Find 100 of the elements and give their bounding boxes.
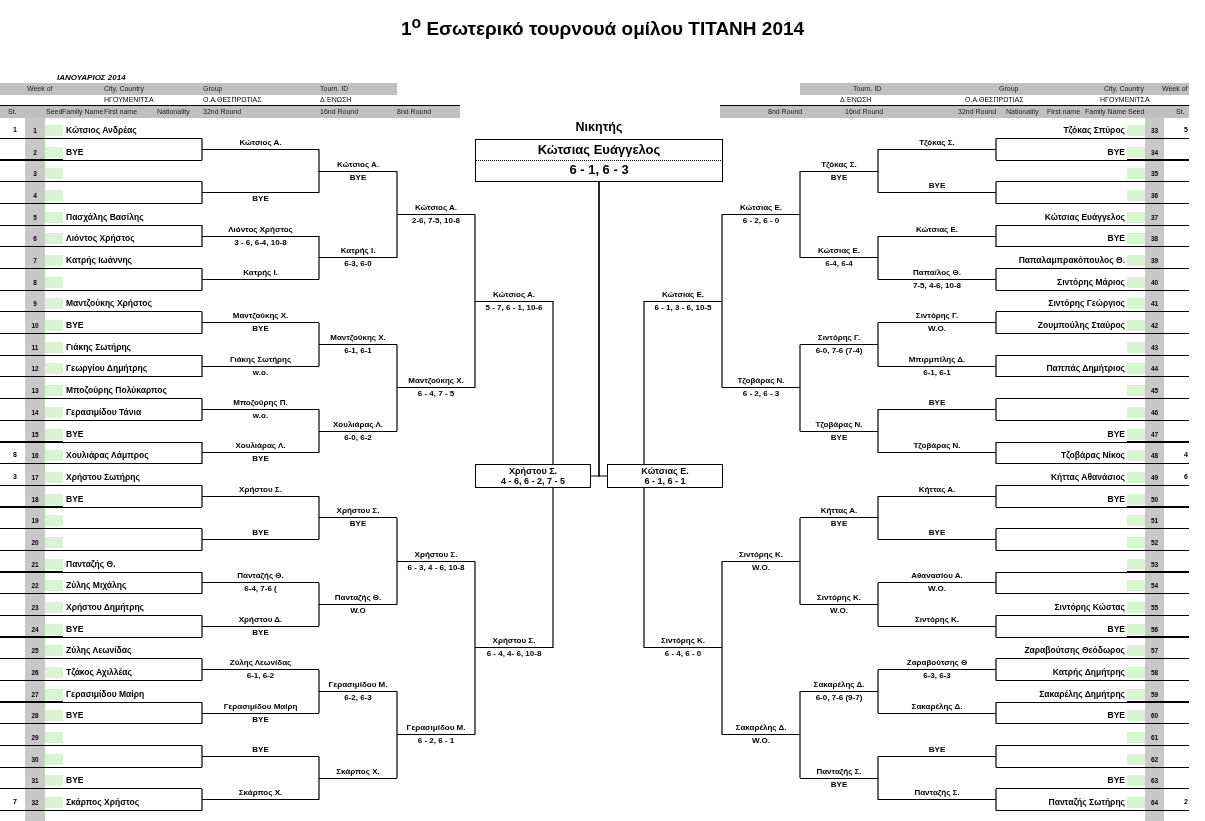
match-score: 6 - 4, 6 - 0 [664,649,702,659]
winner-name: Χρήστου Σ. [414,549,458,559]
match-score: 6-4, 6-4 [825,259,853,269]
player-name: Τζάκος Αχιλλέας [66,667,132,677]
bracket-line [552,487,554,649]
winner-name: Πανταζής Σ. [914,788,960,798]
match-score: 6-2, 6-3 [344,692,372,702]
match-score: 4 - 6, 6 - 2, 7 - 5 [501,476,565,486]
winner-name: Σακαρέλης Δ. [813,679,865,689]
player-name: Παπαλαμπρακόπουλος Θ. [1018,255,1125,266]
match-score: w.o. [252,367,269,377]
match-score: 6-1, 6-1 [344,345,372,355]
winner-name: Χρήστου Σ. [239,484,282,494]
match-score: 6-4, 7-6 ( [244,584,277,594]
match-score: W.O. [752,736,770,746]
match-score: w.o. [252,411,269,420]
winner-name: Κώτσιος Α. [336,159,380,169]
player-name: Σιντόρης Μάριος [1057,276,1125,287]
winner-name: Γερασιμίδου Μ. [328,679,388,689]
winner-name: Γερασιμίδου Μαίρη [223,701,298,711]
final-box [607,464,723,488]
player-name: BYE [66,710,84,721]
player-name: BYE [1107,710,1125,721]
match-score: BYE [830,519,848,529]
match-score: 6 - 3, 4 - 6, 10-8 [407,562,465,572]
player-name: Ζύλης Λεωνίδας [66,645,132,656]
player-name: Κατρής Ιωάννης [66,255,133,266]
header-date: ΙΑΝΟΥΑΡΙΟΣ 2014 [57,73,126,82]
player-name: Χουλιάρας Λάμπρος [66,450,149,461]
match-score: W.O [350,606,366,616]
winner-name: Πανταζής Σ. [816,766,862,776]
player-name: Μαντζούκης Χρήστος [66,298,152,309]
winner-name: BYE [928,744,946,754]
winner-name: Ζαραβούτσης Θ [906,658,968,668]
winner-name: Παπα/λος Θ. [913,267,961,277]
player-name: Σιντόρης Κώστας [1054,601,1125,612]
winner-name: Μαντζούκης Χ. [330,332,386,342]
final-box [475,464,591,488]
match-score: 6 - 1, 6 - 1 [644,476,686,486]
match-score: 6 - 4, 7 - 5 [417,389,455,399]
player-name: Ζύλης Μιχάλης [66,580,127,591]
winner-name: Κώτσιας Ε. [641,466,689,476]
winner-name: Σακαρέλης Δ. [911,701,963,711]
winner-name: Σκάρπος Χ. [238,788,283,798]
player-name: Τζοβάρας Νίκος [1060,450,1125,461]
winner-name: Σιντόρης Κ. [660,636,706,646]
match-score: 6-1, 6-1 [923,367,951,377]
player-name: Μποζούρης Πολύκαρπος [66,385,167,396]
winner-name: Χουλιάρας Λ. [333,419,383,429]
match-score: BYE [830,432,848,442]
player-name: BYE [1107,233,1125,244]
player-name: Γιάκης Σωτήρης [66,341,132,352]
match-score: 7-5, 4-6, 10-8 [913,280,961,290]
player-name: Σκάρπος Χρήστος [66,797,140,808]
winner-name: Κώτσιας Ε. [740,202,782,212]
match-score: 6 - 2, 6 - 0 [742,215,780,225]
winner-name: Λιόντος Χρήστος [228,224,293,234]
match-score: 6 - 2, 6 - 1 [417,736,455,746]
winner-name: BYE [252,744,269,754]
match-score: W.O. [752,562,770,572]
winner-name: Σακαρέλης Δ. [735,723,787,733]
match-score: 6-0, 6-2 [344,432,372,442]
winner-name: Σιντόρης Κ. [738,549,784,559]
winner-name: Μποζούρης Π. [233,398,288,407]
player-name: Γερασιμίδου Τάνια [66,406,142,417]
player-name: Γεωργίου Δημήτρης [66,363,148,374]
match-score: 6-3, 6-0 [344,259,372,269]
winner-name: Τζοβάρας Ν. [913,441,961,451]
player-name: Ζαραβούτσης Θεόδωρος [1024,645,1125,656]
player-name: BYE [1107,493,1125,504]
player-name: BYE [66,775,84,786]
player-name: Πανταζής Θ. [66,558,116,569]
winner-name: Κήττας Α. [918,484,956,494]
player-name: BYE [1107,146,1125,157]
winner-name: Τζόκας Σ. [821,159,857,169]
winner-name: Κώτσιας Ε. [916,224,958,234]
player-name: Σιντόρης Γεώργιος [1048,298,1125,309]
match-score: 3 - 6, 6-4, 10-8 [234,237,287,247]
player-name: BYE [66,493,84,504]
winner-name: Χρήστου Σ. [508,466,558,476]
match-score: 6-0, 7-6 (7-4) [815,345,863,355]
winner-name: Σιντόρης Κ. [914,614,960,624]
player-name: Κώτσιος Ανδρέας [66,125,137,135]
match-score: 6 - 2, 6 - 3 [742,389,780,399]
player-name: BYE [66,623,84,634]
winner-name: Κώτσιας Ε. [662,289,704,299]
winner-name: Τζόκας Σ. [919,137,955,147]
match-score: BYE [349,172,367,182]
winner-name: Μπιρμπίλης Δ. [908,354,966,364]
bracket-line [552,300,554,465]
winner-name: Κατρής Ι. [340,246,376,256]
match-score: 2-6, 7-5, 10-8 [412,215,460,225]
match-score: 6-1, 6-2 [246,671,275,681]
player-name: BYE [66,428,84,439]
winner-name: Ζύλης Λεωνίδας [229,658,292,668]
winner-name: Μαντζούκης Χ. [232,311,289,321]
player-name: Πασχάλης Βασίλης [66,211,144,222]
winner-name: Σιντόρης Γ. [817,332,861,342]
winner-name: Σιντόρης Κ. [816,593,862,603]
player-name: BYE [66,146,84,157]
